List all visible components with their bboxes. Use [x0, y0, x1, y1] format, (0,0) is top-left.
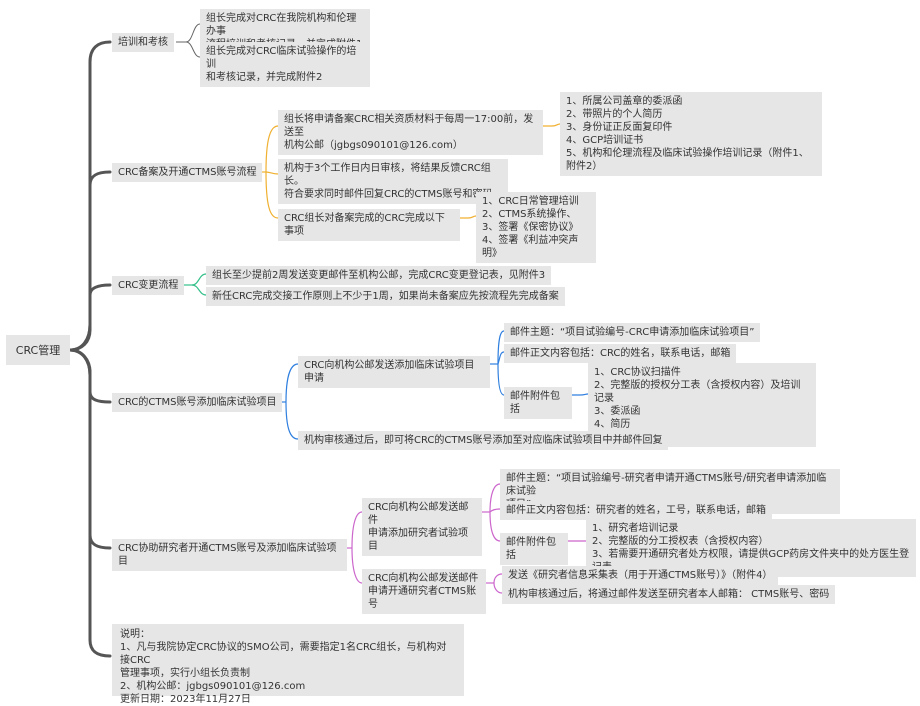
registration-followup[interactable]: CRC组长对备案完成的CRC完成以下事项: [278, 209, 460, 241]
registration-followup-list[interactable]: 1、CRC日常管理培训 2、CTMS系统操作、 3、签署《保密协议》 4、签署《…: [476, 192, 596, 263]
ctms-mail-subject[interactable]: 邮件主题：“项目试验编号-CRC申请添加临床试验项目”: [504, 323, 761, 342]
notes-panel: 说明： 1、凡与我院协定CRC协议的SMO公司，需要指定1名CRC组长，与机构对…: [112, 624, 464, 705]
ctms-mail-body[interactable]: 邮件正文内容包括：CRC的姓名，联系电话，邮箱: [504, 344, 737, 363]
investigator-approval[interactable]: 机构审核通过后，将通过邮件发送至研究者本人邮箱： CTMS账号、密码: [502, 585, 836, 604]
investigator-mail-body[interactable]: 邮件正文内容包括：研究者的姓名，工号，联系电话，邮箱: [500, 501, 772, 520]
ctms-mail-attachments[interactable]: 邮件附件包括: [504, 387, 572, 419]
topic-investigator-ctms[interactable]: CRC协助研究者开通CTMS账号及添加临床试验项目: [112, 539, 347, 571]
registration-submit-materials[interactable]: 组长将申请备案CRC相关资质材料于每周一17:00前，发送至 机构公邮（jgbg…: [278, 110, 543, 155]
topic-ctms-add-project[interactable]: CRC的CTMS账号添加临床试验项目: [112, 393, 283, 412]
change-item-1[interactable]: 组长至少提前2周发送变更邮件至机构公邮，完成CRC变更登记表，见附件3: [206, 266, 552, 285]
investigator-add-project-request[interactable]: CRC向机构公邮发送邮件 申请添加研究者试验项目: [362, 498, 482, 556]
investigator-mail-attachments[interactable]: 邮件附件包括: [500, 533, 568, 565]
investigator-open-account-request[interactable]: CRC向机构公邮发送邮件 申请开通研究者CTMS账号: [362, 569, 486, 614]
investigator-send-form[interactable]: 发送《研究者信息采集表（用于开通CTMS账号）》（附件4）: [502, 566, 779, 585]
topic-change[interactable]: CRC变更流程: [112, 276, 185, 295]
topic-registration[interactable]: CRC备案及开通CTMS账号流程: [112, 163, 263, 182]
topic-training[interactable]: 培训和考核: [112, 33, 174, 52]
change-item-2[interactable]: 新任CRC完成交接工作原则上不少于1周，如果尚未备案应先按流程先完成备案: [206, 287, 565, 306]
registration-review[interactable]: 机构于3个工作日内日审核，将结果反馈CRC组长。 符合要求同时邮件回复CRC的C…: [278, 159, 508, 204]
training-item-2[interactable]: 组长完成对CRC临床试验操作的培训 和考核记录，并完成附件2: [200, 42, 370, 87]
root-node[interactable]: CRC管理: [6, 335, 70, 365]
ctms-approval[interactable]: 机构审核通过后，即可将CRC的CTMS账号添加至对应临床试验项目中并邮件回复: [298, 431, 669, 450]
registration-materials-list[interactable]: 1、所属公司盖章的委派函 2、带照片的个人简历 3、身份证正反面复印件 4、GC…: [560, 92, 822, 176]
ctms-send-application[interactable]: CRC向机构公邮发送添加临床试验项目申请: [298, 356, 490, 388]
